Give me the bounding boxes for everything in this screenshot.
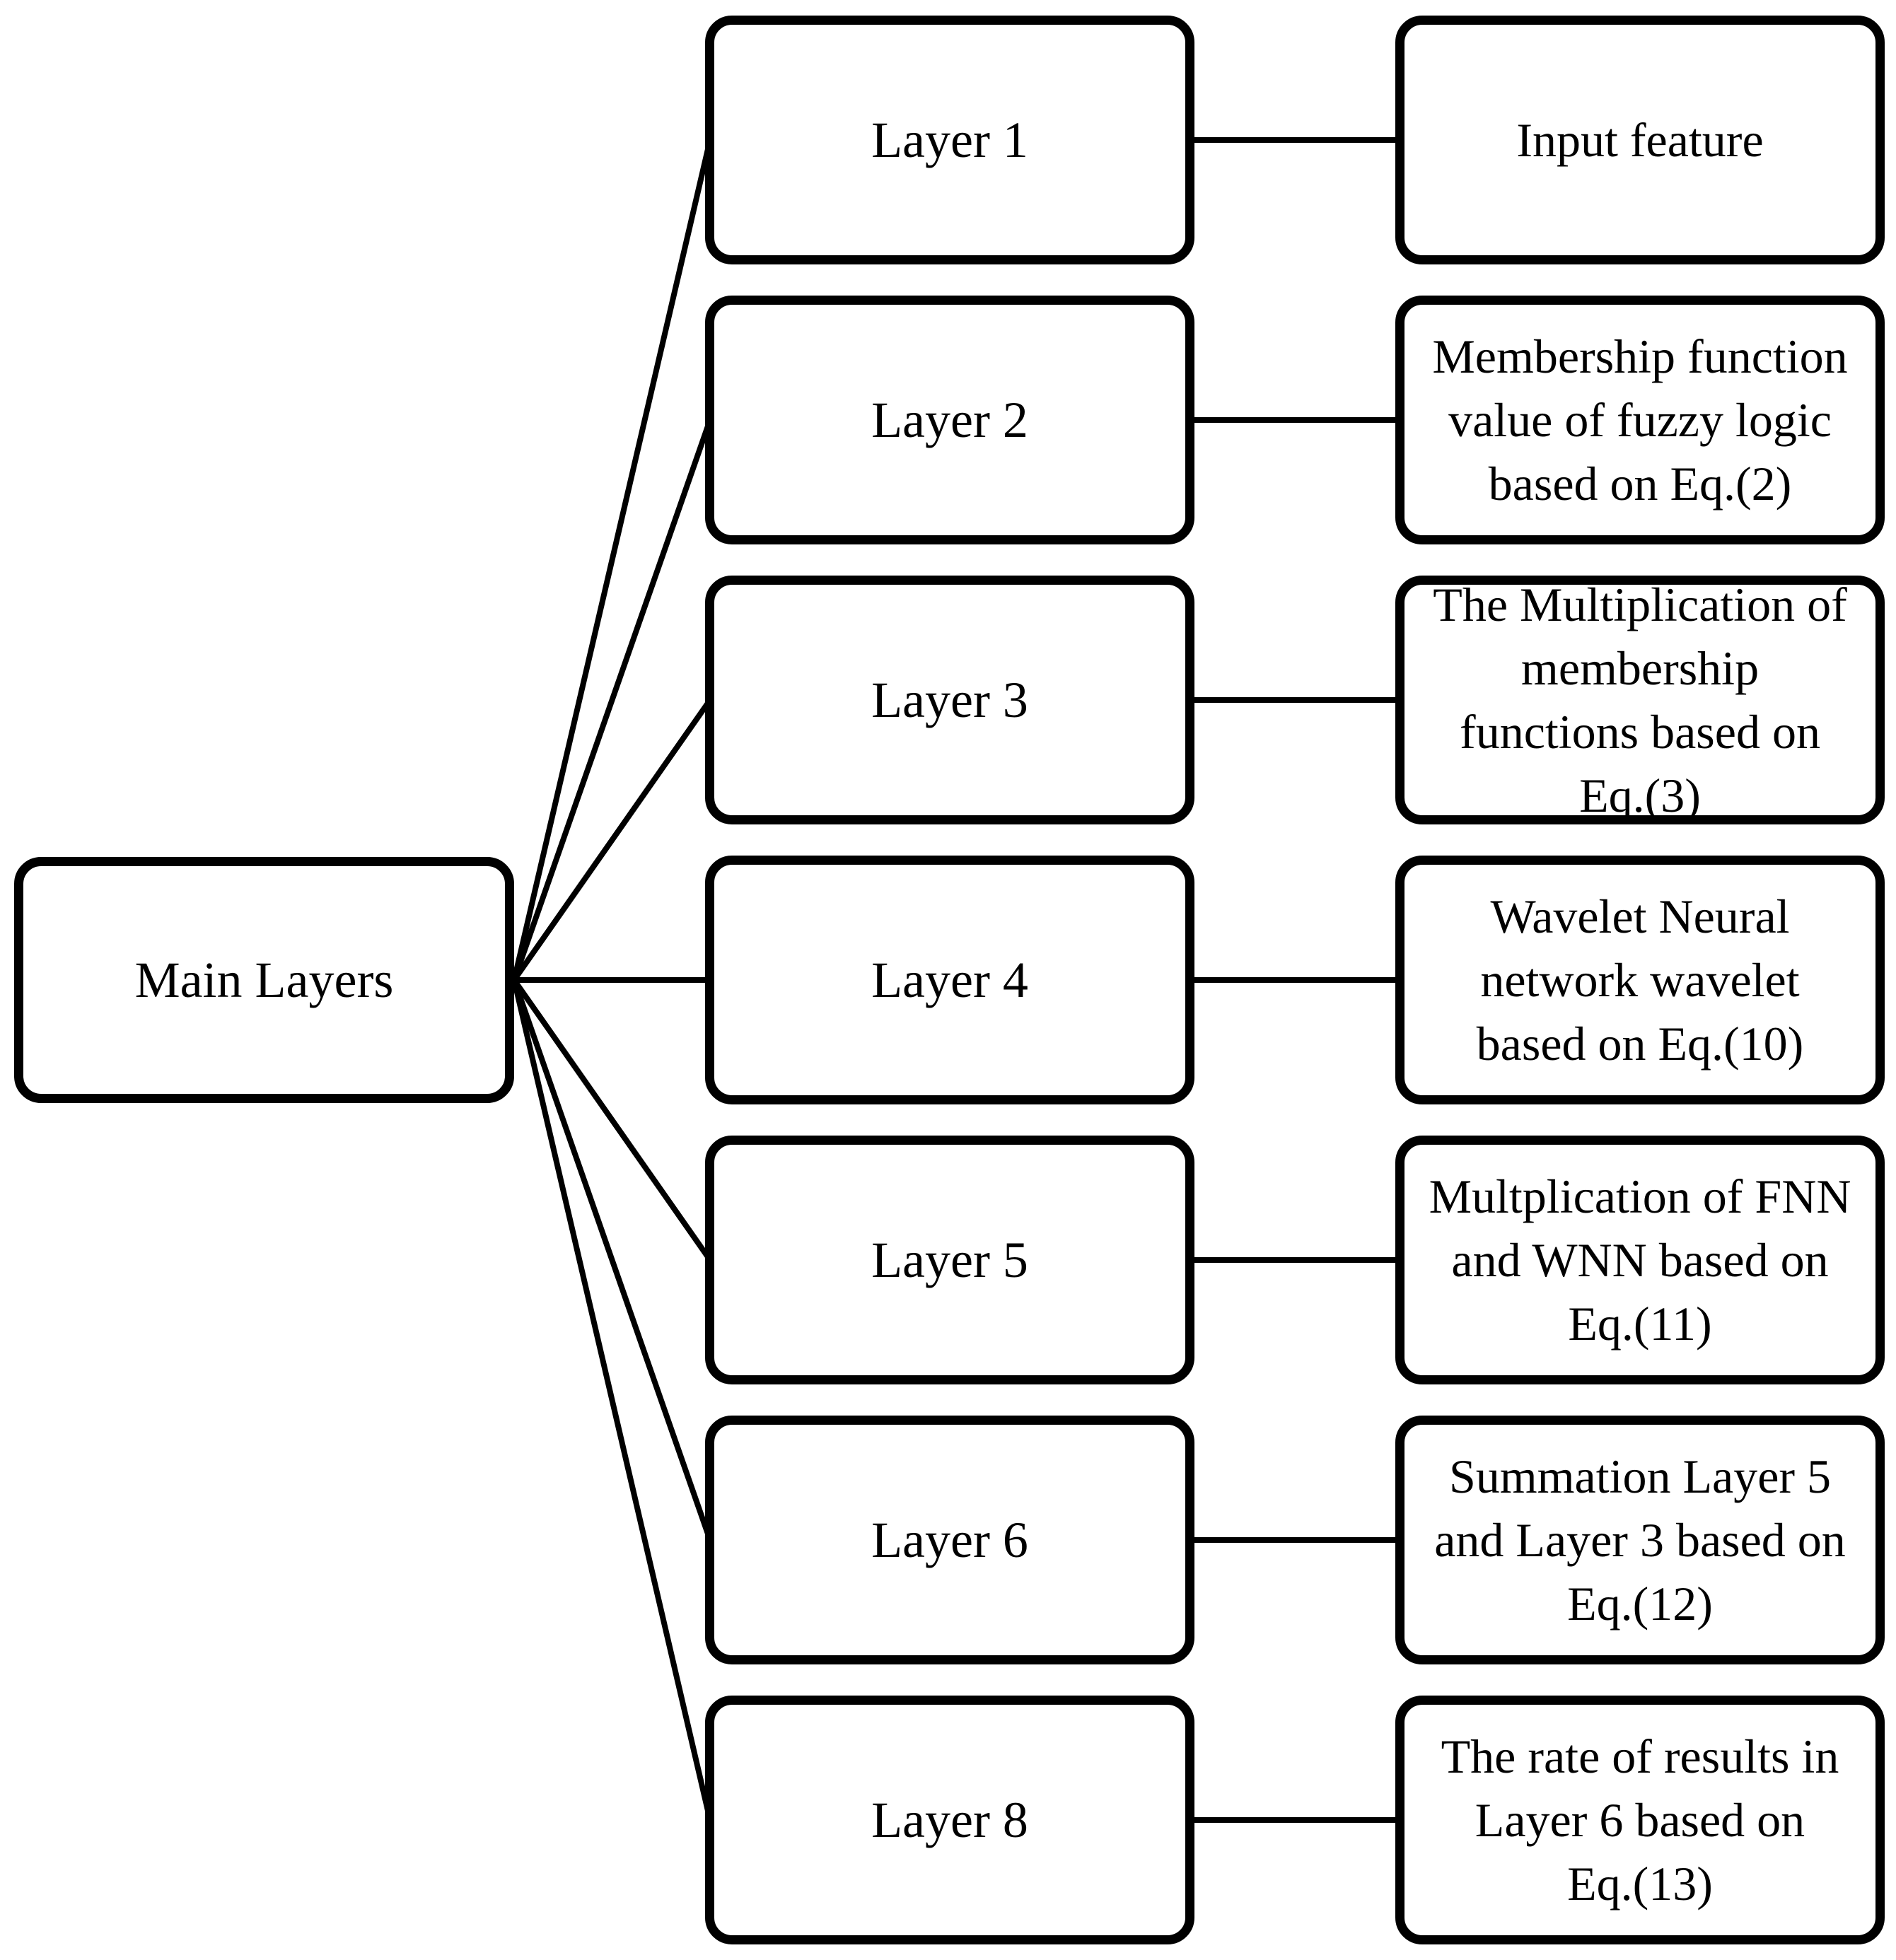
description-label-2: Membership function value of fuzzy logic… <box>1432 329 1848 511</box>
layer-node-5: Layer 5 <box>705 1136 1194 1384</box>
description-label-3: The Multiplication of membership functio… <box>1433 578 1847 822</box>
description-label-4: Wavelet Neural network wavelet based on … <box>1476 889 1804 1071</box>
layer-node-2: Layer 2 <box>705 296 1194 544</box>
layer-label-4: Layer 4 <box>871 952 1028 1008</box>
fan-line-1 <box>511 139 713 981</box>
main-layers-label: Main Layers <box>134 952 394 1008</box>
description-node-8: The rate of results in Layer 6 based on … <box>1395 1696 1885 1944</box>
description-label-5: Multplication of FNN and WNN based on Eq… <box>1429 1169 1851 1351</box>
description-node-1: Input feature <box>1395 16 1885 264</box>
fan-line-5 <box>511 978 713 1262</box>
description-node-2: Membership function value of fuzzy logic… <box>1395 296 1885 544</box>
description-label-8: The rate of results in Layer 6 based on … <box>1441 1729 1839 1911</box>
description-label-6: Summation Layer 5 and Layer 3 based on E… <box>1434 1449 1846 1631</box>
main-layers-node: Main Layers <box>14 857 514 1103</box>
description-label-1: Input feature <box>1516 113 1764 167</box>
layer-node-1: Layer 1 <box>705 16 1194 264</box>
layer-node-3: Layer 3 <box>705 576 1194 824</box>
layer-label-5: Layer 5 <box>871 1232 1028 1288</box>
description-node-6: Summation Layer 5 and Layer 3 based on E… <box>1395 1416 1885 1664</box>
layer-node-4: Layer 4 <box>705 856 1194 1104</box>
description-node-4: Wavelet Neural network wavelet based on … <box>1395 856 1885 1104</box>
fan-line-3 <box>511 698 713 982</box>
layer-node-6: Layer 6 <box>705 1416 1194 1664</box>
layer-label-3: Layer 3 <box>871 672 1028 728</box>
layer-label-1: Layer 1 <box>871 112 1028 168</box>
description-node-5: Multplication of FNN and WNN based on Eq… <box>1395 1136 1885 1384</box>
layer-label-8: Layer 8 <box>871 1792 1028 1848</box>
fan-line-7 <box>511 979 713 1821</box>
layer-label-6: Layer 6 <box>871 1512 1028 1568</box>
layer-label-2: Layer 2 <box>871 392 1028 448</box>
fan-line-2 <box>511 419 713 981</box>
layer-node-8: Layer 8 <box>705 1696 1194 1944</box>
description-node-3: The Multiplication of membership functio… <box>1395 576 1885 824</box>
fan-line-6 <box>511 979 713 1541</box>
